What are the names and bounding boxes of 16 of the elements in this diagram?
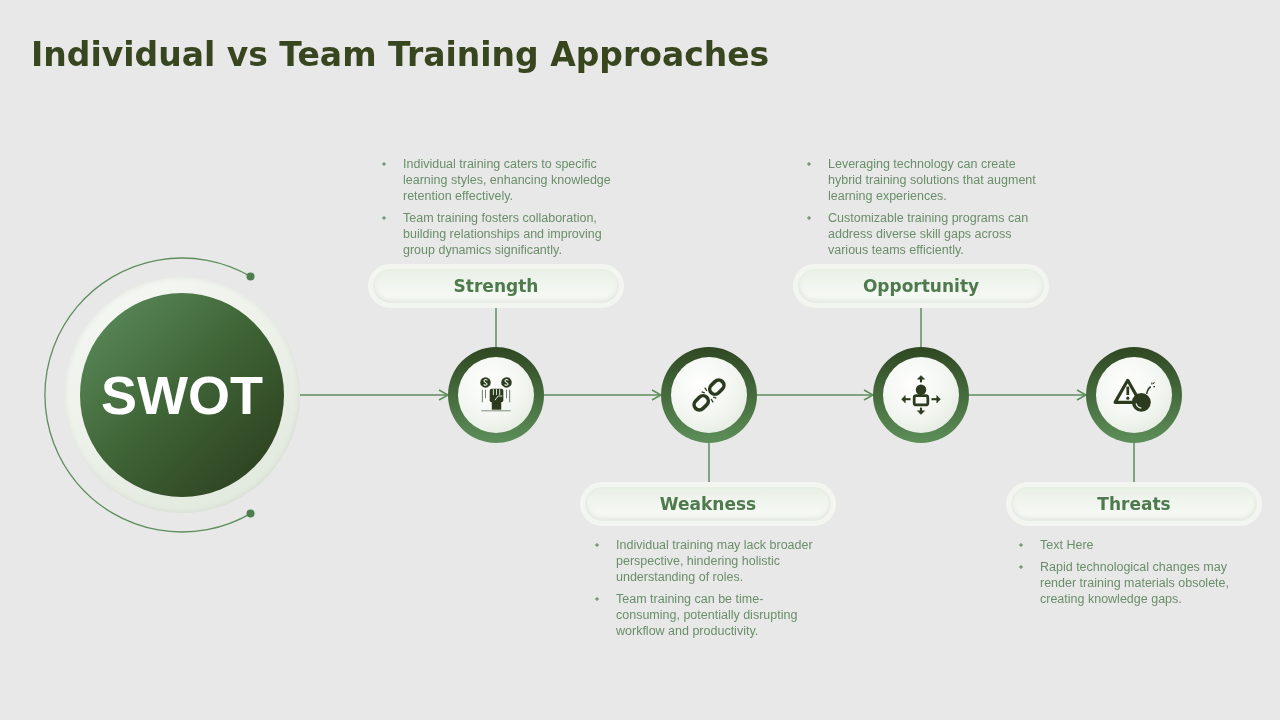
connector-line [920,307,922,348]
title: Individual vs Team Training Approaches [31,34,770,76]
heading-pill: Strength [368,264,624,308]
connector-line [708,442,710,483]
connector-line [495,307,497,348]
arrow [756,389,874,401]
bullet-text: Leveraging technology can create hybrid training solutions that augment learning experiences. [805,156,1039,204]
arrow [299,389,449,401]
connector-line [1133,442,1135,483]
circle-label: SWOT [101,365,263,425]
arrow [543,389,662,401]
bullet-text: Individual training caters to specific learning styles, enhancing knowledge retention effectively. [380,156,614,204]
heading-pill: Threats [1006,482,1262,526]
heading-pill: Opportunity [793,264,1049,308]
heading-pill: Weakness [580,482,836,526]
arrow [968,389,1087,401]
